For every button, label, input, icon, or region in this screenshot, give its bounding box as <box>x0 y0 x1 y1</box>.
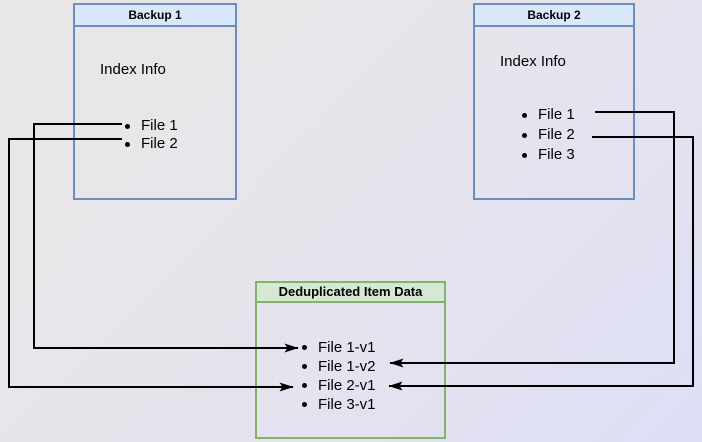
dedup-file1v2-item: File 1-v2 <box>299 357 376 376</box>
backup2-title: Backup 2 <box>527 8 581 22</box>
backup1-file-list: File 1 File 2 <box>122 117 178 153</box>
dedup-file2v1-item: File 2-v1 <box>299 376 376 395</box>
dedup-file1v1-item: File 1-v1 <box>299 338 376 357</box>
backup2-file-list: File 1 File 2 File 3 <box>519 105 575 165</box>
backup1-header: Backup 1 <box>75 5 235 27</box>
dedup-file3v1-item: File 3-v1 <box>299 395 376 414</box>
backup2-file1-item: File 1 <box>519 105 575 125</box>
dedup-file-list: File 1-v1 File 1-v2 File 2-v1 File 3-v1 <box>299 338 376 414</box>
backup1-box: Backup 1 Index Info File 1 File 2 <box>73 3 237 200</box>
backup1-file2-item: File 2 <box>122 135 178 153</box>
dedup-title: Deduplicated Item Data <box>278 284 423 299</box>
backup1-title: Backup 1 <box>128 8 182 22</box>
backup2-box: Backup 2 Index Info File 1 File 2 File 3 <box>473 3 635 200</box>
backup2-header: Backup 2 <box>475 5 633 27</box>
backup1-index-info-label: Index Info <box>100 61 166 78</box>
dedup-box: Deduplicated Item Data File 1-v1 File 1-… <box>255 281 446 439</box>
dedup-header: Deduplicated Item Data <box>257 283 444 303</box>
backup2-file2-item: File 2 <box>519 125 575 145</box>
backup2-index-info-label: Index Info <box>500 53 566 70</box>
backup1-file1-item: File 1 <box>122 117 178 135</box>
backup2-file3-item: File 3 <box>519 145 575 165</box>
